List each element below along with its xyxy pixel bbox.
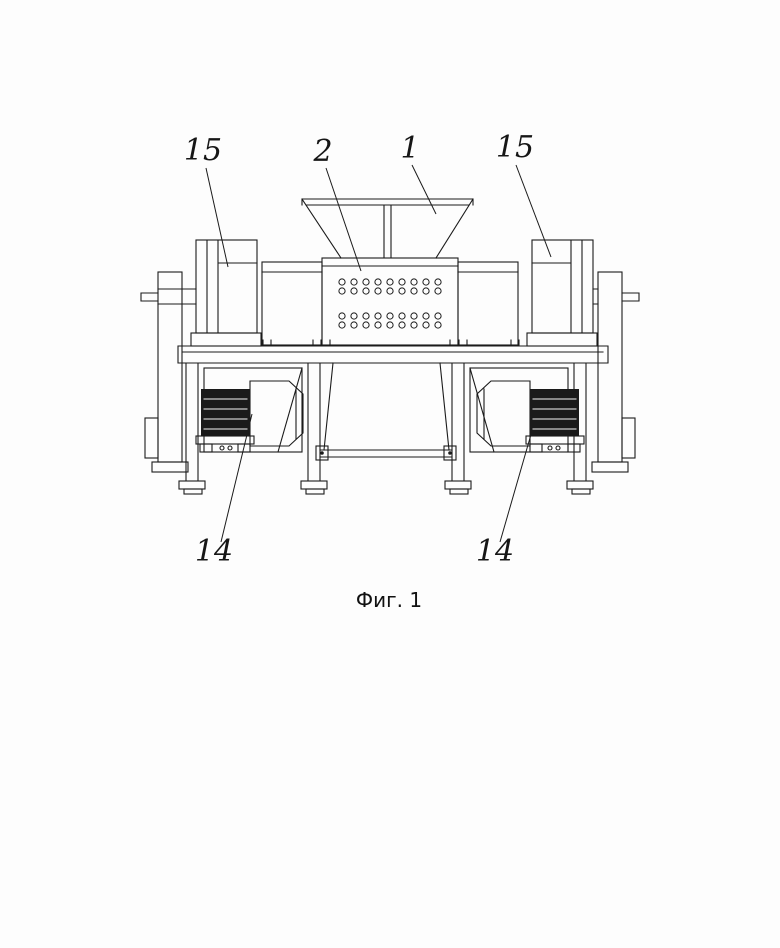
leader-lines (205, 164, 552, 543)
ref-label-1: 1 (400, 131, 419, 166)
leader-1 (411, 164, 437, 215)
figure-caption: Фиг. 1 (356, 588, 422, 612)
perforation-holes (338, 278, 442, 329)
right-motor (476, 380, 585, 453)
ref-label-14-right: 14 (476, 534, 514, 569)
ref-label-2: 2 (312, 134, 332, 169)
ref-label-14-left: 14 (195, 534, 233, 569)
perforated-housing (321, 257, 459, 346)
ref-label-15-left: 15 (184, 133, 222, 168)
ref-label-15-right: 15 (496, 130, 534, 165)
feed-hopper (301, 198, 474, 259)
left-motor (195, 380, 304, 453)
leader-14-right (499, 430, 533, 543)
leader-15-left (205, 167, 229, 268)
leader-2 (325, 167, 362, 272)
leader-15-right (515, 164, 552, 258)
side-stands (140, 271, 640, 473)
leader-14-left (220, 413, 253, 543)
right-drive-unit (526, 239, 598, 347)
coupling-boxes (261, 261, 519, 346)
